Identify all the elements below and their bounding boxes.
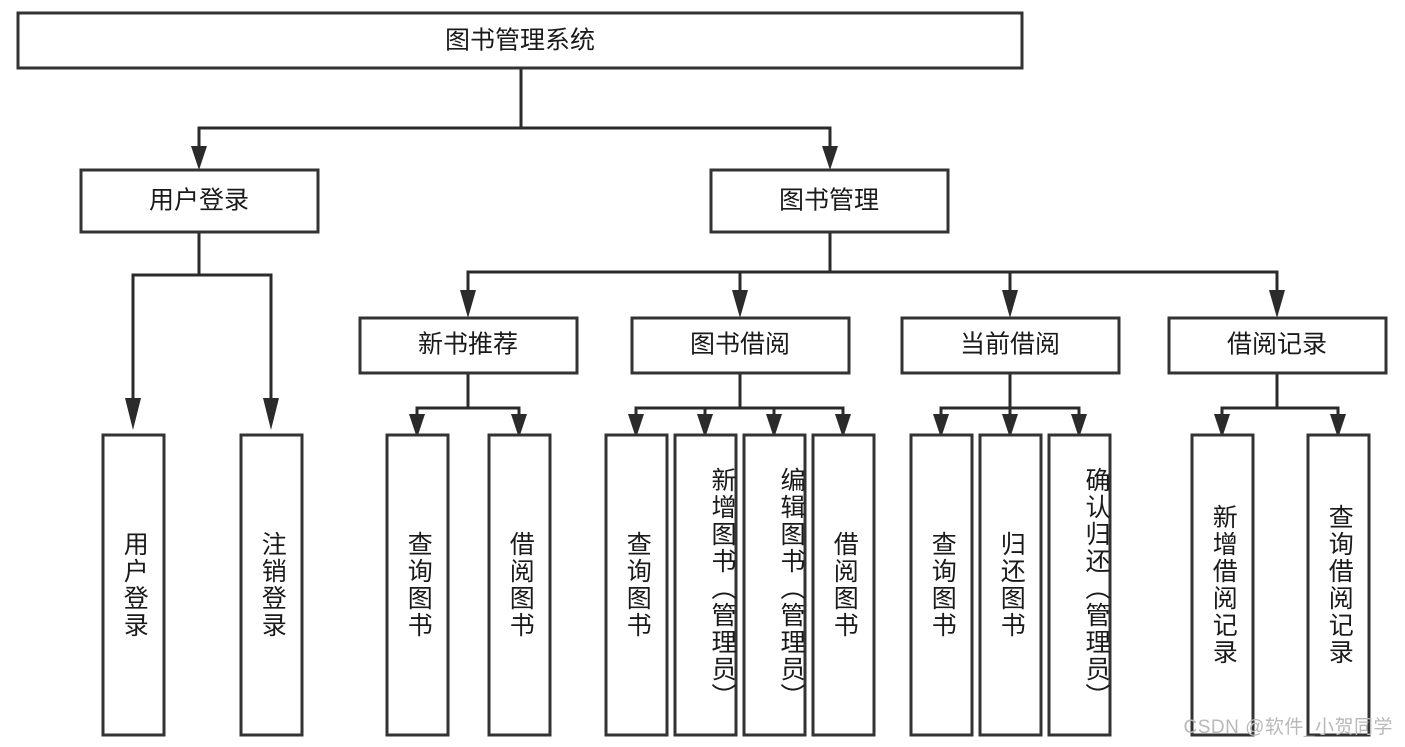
leaf-user-login-box[interactable] — [101, 433, 166, 737]
arrow-head-leaf-query-record — [1330, 414, 1346, 438]
arrow-head-book-borrow — [732, 290, 748, 318]
arrow-head-leaf-edit-book — [766, 414, 782, 438]
leaf-edit-book-box[interactable] — [742, 433, 807, 737]
connector-group-borrow-record-to-leaves — [1214, 371, 1346, 438]
node-book-borrow-label: 图书借阅 — [690, 331, 790, 359]
node-borrow-record[interactable]: 借阅记录 — [1167, 316, 1388, 375]
arrow-head-current-borrow — [1002, 290, 1018, 318]
connector-group-new-book-recommend-to-leaves — [409, 371, 527, 438]
node-book-manage-box[interactable] — [709, 168, 950, 234]
arrow-head-leaf-query-book-1 — [409, 414, 425, 438]
node-borrow-record-box[interactable] — [1167, 316, 1388, 375]
arrow-head-leaf-add-book — [697, 414, 713, 438]
node-root-box[interactable] — [16, 11, 1024, 70]
node-root-label: 图书管理系统 — [445, 27, 595, 55]
leaf-return-book-box[interactable] — [978, 433, 1043, 737]
arrow-head-leaf-query-book-3 — [933, 414, 949, 438]
node-book-borrow-box[interactable] — [630, 316, 851, 375]
leaf-query-book-3-box[interactable] — [909, 433, 974, 737]
connector-group-current-borrow-to-leaves — [933, 371, 1087, 438]
connector-group-book-manage-to-level3 — [460, 230, 1285, 318]
node-new-book-recommend-label: 新书推荐 — [418, 331, 518, 359]
leaf-query-book-2-box[interactable] — [604, 433, 669, 737]
node-user-login-label: 用户登录 — [149, 187, 249, 215]
leaf-borrow-book-2-box[interactable] — [811, 433, 876, 737]
node-book-manage-label: 图书管理 — [779, 187, 879, 215]
leaf-confirm-return-box[interactable] — [1047, 433, 1112, 737]
node-book-manage[interactable]: 图书管理 — [709, 168, 950, 234]
arrow-head-user-login — [191, 146, 207, 170]
arrow-head-leaf-confirm-return — [1071, 414, 1087, 438]
arrow-head-leaf-add-record — [1214, 414, 1230, 438]
node-book-borrow[interactable]: 图书借阅 — [630, 316, 851, 375]
node-current-borrow-box[interactable] — [900, 316, 1121, 375]
node-user-login[interactable]: 用户登录 — [79, 168, 320, 234]
arrow-head-borrow-record — [1269, 290, 1285, 318]
node-borrow-record-label: 借阅记录 — [1227, 331, 1327, 359]
leaf-query-record-box[interactable] — [1306, 433, 1371, 737]
node-current-borrow[interactable]: 当前借阅 — [900, 316, 1121, 375]
leaf-add-book-box[interactable] — [673, 433, 738, 737]
arrow-head-leaf-logout-login — [263, 398, 279, 430]
node-user-login-box[interactable] — [79, 168, 320, 234]
leaf-boxes — [101, 433, 1371, 737]
node-new-book-recommend[interactable]: 新书推荐 — [358, 316, 579, 375]
arrow-head-leaf-return-book — [1002, 414, 1018, 438]
watermark-text: CSDN @软件_小贺同学 — [1183, 717, 1393, 738]
arrow-head-new-book-recommend — [460, 290, 476, 318]
arrow-head-leaf-borrow-book-2 — [835, 414, 851, 438]
arrow-head-leaf-user-login — [125, 398, 141, 430]
leaf-logout-login-box[interactable] — [239, 433, 304, 737]
arrow-head-leaf-borrow-book-1 — [511, 414, 527, 438]
node-current-borrow-label: 当前借阅 — [960, 331, 1060, 359]
arrow-head-leaf-query-book-2 — [628, 414, 644, 438]
connector-group-book-borrow-to-leaves — [628, 371, 851, 438]
arrow-head-book-manage — [822, 146, 838, 170]
node-new-book-recommend-box[interactable] — [358, 316, 579, 375]
connector-group-user-login-to-leaves — [125, 230, 279, 430]
node-root[interactable]: 图书管理系统 — [16, 11, 1024, 70]
leaf-add-record-box[interactable] — [1190, 433, 1255, 737]
leaf-query-book-1-box[interactable] — [385, 433, 450, 737]
leaf-borrow-book-1-box[interactable] — [487, 433, 552, 737]
connector-group-root-to-level2 — [191, 66, 838, 170]
